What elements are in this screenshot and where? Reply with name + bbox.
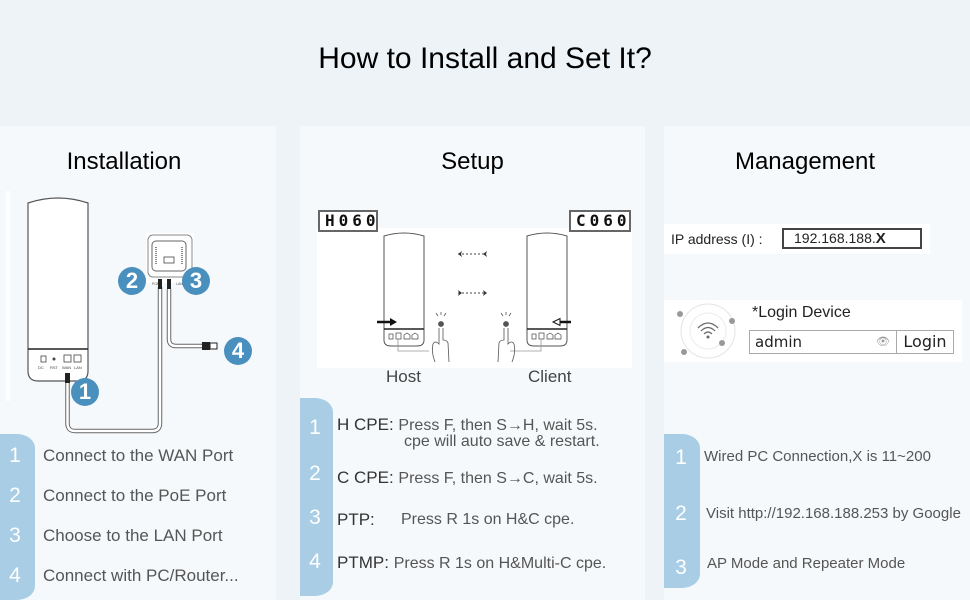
step-number: 3 xyxy=(9,524,21,547)
step-desc: Press R 1s on H&Multi-C cpe. xyxy=(393,555,607,572)
host-arrow-icon xyxy=(390,318,397,326)
steps-pill xyxy=(300,398,333,596)
login-device-title: *Login Device xyxy=(752,304,851,321)
ip-address-label: IP address (I) : xyxy=(671,231,763,247)
username-value: admin xyxy=(755,333,802,351)
badge-2: 2 xyxy=(118,267,146,295)
login-device-box: *Login Device admin 👁 Login xyxy=(664,300,962,362)
step-label: PTMP: xyxy=(337,553,389,572)
arrow-left-icon xyxy=(458,251,487,257)
login-button[interactable]: Login xyxy=(896,330,954,354)
setup-heading: Setup xyxy=(441,148,504,175)
step-number: 4 xyxy=(309,550,321,573)
step-text: PTMP: Press R 1s on H&Multi-C cpe. xyxy=(337,553,606,573)
setup-panel: Setup xyxy=(300,126,645,600)
injector-label-poe: POE xyxy=(152,282,160,286)
step-text: Connect to the PoE Port xyxy=(43,486,227,505)
rj45-plug-icon xyxy=(202,342,210,350)
client-label: Client xyxy=(528,367,572,386)
step-desc: Press F, then S→C, wait 5s. xyxy=(398,470,598,487)
client-device-icon xyxy=(510,232,568,352)
badge-4: 4 xyxy=(224,337,252,365)
host-device-icon xyxy=(383,232,429,352)
port-label-lan: LAN xyxy=(74,365,82,370)
installation-illustration: DC RST WAN LAN POE LAN xyxy=(27,197,218,434)
username-input[interactable]: admin 👁 xyxy=(749,330,897,354)
wifi-icon xyxy=(677,303,736,359)
step-text: H CPE: Press F, then S→H, wait 5s. xyxy=(337,415,598,435)
step-text: Connect with PC/Router... xyxy=(43,566,239,585)
step-number: 3 xyxy=(309,506,321,529)
step-number: 1 xyxy=(9,444,21,467)
step-label: PTP: xyxy=(337,510,375,529)
installation-diagram: DC RST WAN LAN POE LAN xyxy=(6,191,266,471)
setup-illustration xyxy=(377,232,571,363)
step-number: 1 xyxy=(309,416,321,439)
step-number: 4 xyxy=(9,564,21,587)
step-number: 2 xyxy=(9,484,21,507)
host-label: Host xyxy=(386,367,421,386)
divider xyxy=(6,191,10,401)
step-number: 3 xyxy=(675,556,687,579)
step-text: Choose to the LAN Port xyxy=(43,526,223,545)
step-text: Wired PC Connection,X is 11~200 xyxy=(704,448,931,465)
connector-icon xyxy=(65,373,70,383)
eye-icon[interactable]: 👁 xyxy=(876,335,890,348)
hand-press-icon xyxy=(431,312,450,363)
step-number: 2 xyxy=(309,462,321,485)
port-label-dc: DC xyxy=(38,365,44,370)
step-text: Visit http://192.168.188.253 by Google xyxy=(706,505,961,522)
page-title: How to Install and Set It? xyxy=(318,42,652,75)
step-desc: Press R 1s on H&C cpe. xyxy=(401,511,575,528)
installation-heading: Installation xyxy=(66,148,182,175)
ip-address-field[interactable]: 192.168.188.X xyxy=(782,228,922,249)
step-number: 2 xyxy=(675,502,687,525)
management-panel: Management IP address (I) : 192.168.188.… xyxy=(664,126,970,600)
ip-address-row: IP address (I) : 192.168.188.X xyxy=(664,224,930,254)
hand-press-icon xyxy=(497,312,516,363)
arrow-right-icon xyxy=(458,290,487,296)
cpe-device-icon: DC RST WAN LAN xyxy=(27,197,89,382)
steps-pill xyxy=(664,434,700,588)
step-desc: Press F, then S→H, wait 5s. xyxy=(398,417,598,434)
badge-3: 3 xyxy=(182,267,210,295)
poe-injector-icon: POE LAN xyxy=(146,233,194,286)
port-label-rst: RST xyxy=(50,365,59,370)
step-text: Connect to the WAN Port xyxy=(43,446,234,465)
step-number: 1 xyxy=(675,446,687,469)
client-arrow-icon xyxy=(551,317,561,327)
ip-suffix: X xyxy=(875,230,886,247)
badge-1: 1 xyxy=(71,378,99,406)
host-display: H060 xyxy=(318,210,378,232)
step-label: H CPE: xyxy=(337,415,394,434)
management-heading: Management xyxy=(734,148,876,175)
installation-panel: Installation DC RST WAN LAN xyxy=(0,126,276,600)
client-display: C060 xyxy=(569,210,631,232)
injector-label-lan: LAN xyxy=(176,282,183,286)
setup-diagram xyxy=(317,228,632,368)
step-text: C CPE: Press F, then S→C, wait 5s. xyxy=(337,468,598,488)
steps-pill xyxy=(0,434,35,600)
step-desc-continued: cpe will auto save & restart. xyxy=(404,433,600,450)
step-label: C CPE: xyxy=(337,468,394,487)
step-text: AP Mode and Repeater Mode xyxy=(707,555,906,572)
ip-prefix: 192.168.188. xyxy=(794,230,876,246)
port-label-wan: WAN xyxy=(62,365,71,370)
